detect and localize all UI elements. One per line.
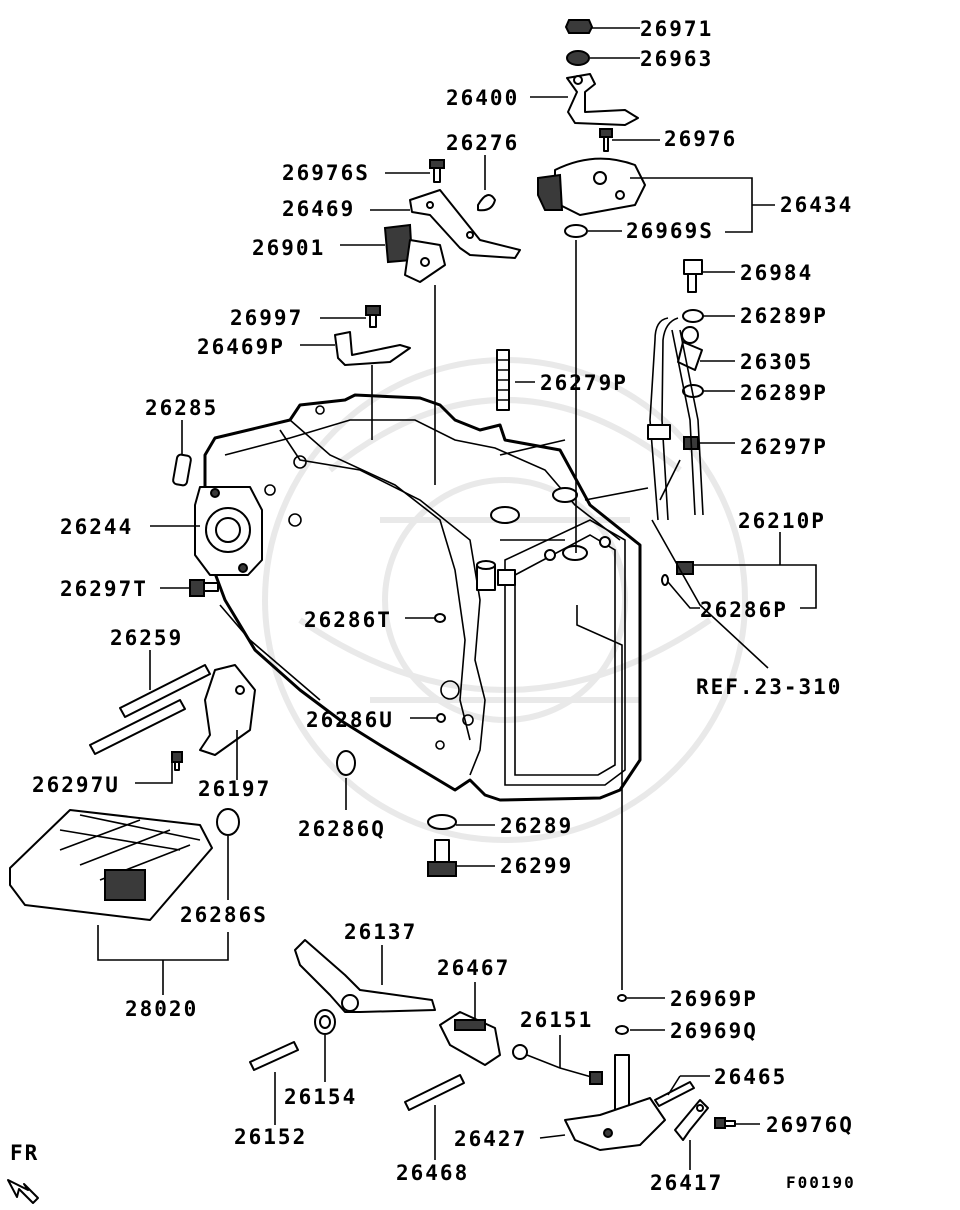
label-26969Q: 26969Q [670, 1019, 758, 1043]
label-26997: 26997 [230, 306, 303, 330]
label-26467: 26467 [437, 956, 510, 980]
label-26976S: 26976S [282, 161, 370, 185]
label-26976Q: 26976Q [766, 1113, 854, 1137]
label-26154: 26154 [284, 1085, 357, 1109]
label-26289P-lower: 26289P [740, 381, 828, 405]
label-26465: 26465 [714, 1065, 787, 1089]
label-26289: 26289 [500, 814, 573, 838]
part-oring-26289P-upper [682, 309, 704, 323]
front-direction-arrow-icon [7, 1179, 39, 1204]
label-fr: FR [10, 1141, 39, 1165]
part-cover-26244 [194, 486, 263, 576]
label-26286S: 26286S [180, 903, 268, 927]
label-26901: 26901 [252, 236, 325, 260]
label-26276: 26276 [446, 131, 519, 155]
part-bracket-26469 [409, 189, 521, 259]
part-oil-filter-28020 [9, 809, 213, 921]
part-oring-26286Q [336, 750, 356, 776]
part-bolt-26976 [599, 128, 613, 152]
label-26434: 26434 [780, 193, 853, 217]
label-26197: 26197 [198, 777, 271, 801]
part-oring-26286S [216, 808, 240, 836]
part-bolt-26976Q [714, 1117, 736, 1129]
part-pin-26152 [249, 1041, 299, 1071]
label-26969P: 26969P [670, 987, 758, 1011]
part-bolt-26297T [189, 579, 219, 597]
part-nut-26971 [564, 19, 594, 34]
label-26279P: 26279P [540, 371, 628, 395]
label-26469: 26469 [282, 197, 355, 221]
part-stud-26279P [496, 349, 510, 411]
part-oring-26286T [434, 613, 446, 623]
part-oring-26969Q [615, 1025, 629, 1035]
part-bolt-26997 [365, 305, 381, 328]
part-oring-26969P [617, 994, 627, 1002]
part-plug-26299 [427, 839, 457, 877]
label-26299: 26299 [500, 854, 573, 878]
part-oil-pipe-26210P [647, 317, 704, 575]
label-26963: 26963 [640, 47, 713, 71]
part-shaft-26259 [89, 664, 211, 755]
part-bracket-26469P [334, 331, 411, 366]
label-26297T: 26297T [60, 577, 148, 601]
label-26152: 26152 [234, 1125, 307, 1149]
part-labels: 26971 26963 26400 26976 26276 26976S 264… [10, 17, 856, 1195]
label-26971: 26971 [640, 17, 713, 41]
part-seal-26154 [314, 1009, 336, 1035]
label-26417: 26417 [650, 1171, 723, 1195]
part-pin-26285 [172, 453, 192, 487]
label-26286Q: 26286Q [298, 817, 386, 841]
label-26468: 26468 [396, 1161, 469, 1185]
part-plate-26197 [199, 664, 256, 756]
part-dipstick-tube-26305 [677, 326, 703, 371]
part-inhibitor-switch-26434 [537, 157, 646, 216]
transmission-case [203, 393, 642, 802]
part-oring-26289 [427, 814, 457, 830]
label-26286T: 26286T [304, 608, 392, 632]
label-26400: 26400 [446, 86, 519, 110]
label-26210P: 26210P [738, 509, 826, 533]
part-lever-26400 [566, 73, 639, 126]
part-bolt-26984 [683, 259, 703, 293]
part-sensor-26901 [383, 223, 446, 283]
label-28020: 28020 [125, 997, 198, 1021]
part-rod-26151 [512, 1044, 603, 1085]
label-26427: 26427 [454, 1127, 527, 1151]
label-26259: 26259 [110, 626, 183, 650]
figure-code: F00190 [786, 1173, 856, 1192]
part-bolt-26297U [171, 751, 183, 771]
part-oring-26286P [661, 574, 669, 586]
part-pin-26465 [654, 1081, 695, 1107]
leader-lines [97, 27, 817, 1170]
part-lever-26137 [294, 939, 436, 1013]
label-26151: 26151 [520, 1008, 593, 1032]
label-26976: 26976 [664, 127, 737, 151]
part-oring-26969S [564, 224, 588, 238]
label-26286P: 26286P [700, 598, 788, 622]
label-26969S: 26969S [626, 219, 714, 243]
label-26469P: 26469P [197, 335, 285, 359]
label-26984: 26984 [740, 261, 813, 285]
label-26289P-upper: 26289P [740, 304, 828, 328]
part-clip-26276 [477, 194, 496, 212]
part-spring-26417 [674, 1099, 709, 1141]
label-26137: 26137 [344, 920, 417, 944]
part-washer-26963 [566, 50, 590, 66]
label-26285: 26285 [145, 396, 218, 420]
label-26297P: 26297P [740, 435, 828, 459]
label-ref-23-310: REF.23-310 [696, 675, 842, 699]
label-26297U: 26297U [32, 773, 120, 797]
part-pin-26468 [404, 1074, 465, 1111]
part-bolt-26976S [429, 159, 445, 183]
label-26244: 26244 [60, 515, 133, 539]
label-26286U: 26286U [306, 708, 394, 732]
part-detent-26467 [439, 1011, 501, 1066]
label-26305: 26305 [740, 350, 813, 374]
part-manual-shaft-26427 [564, 1054, 666, 1151]
part-oring-26286U [436, 713, 446, 723]
